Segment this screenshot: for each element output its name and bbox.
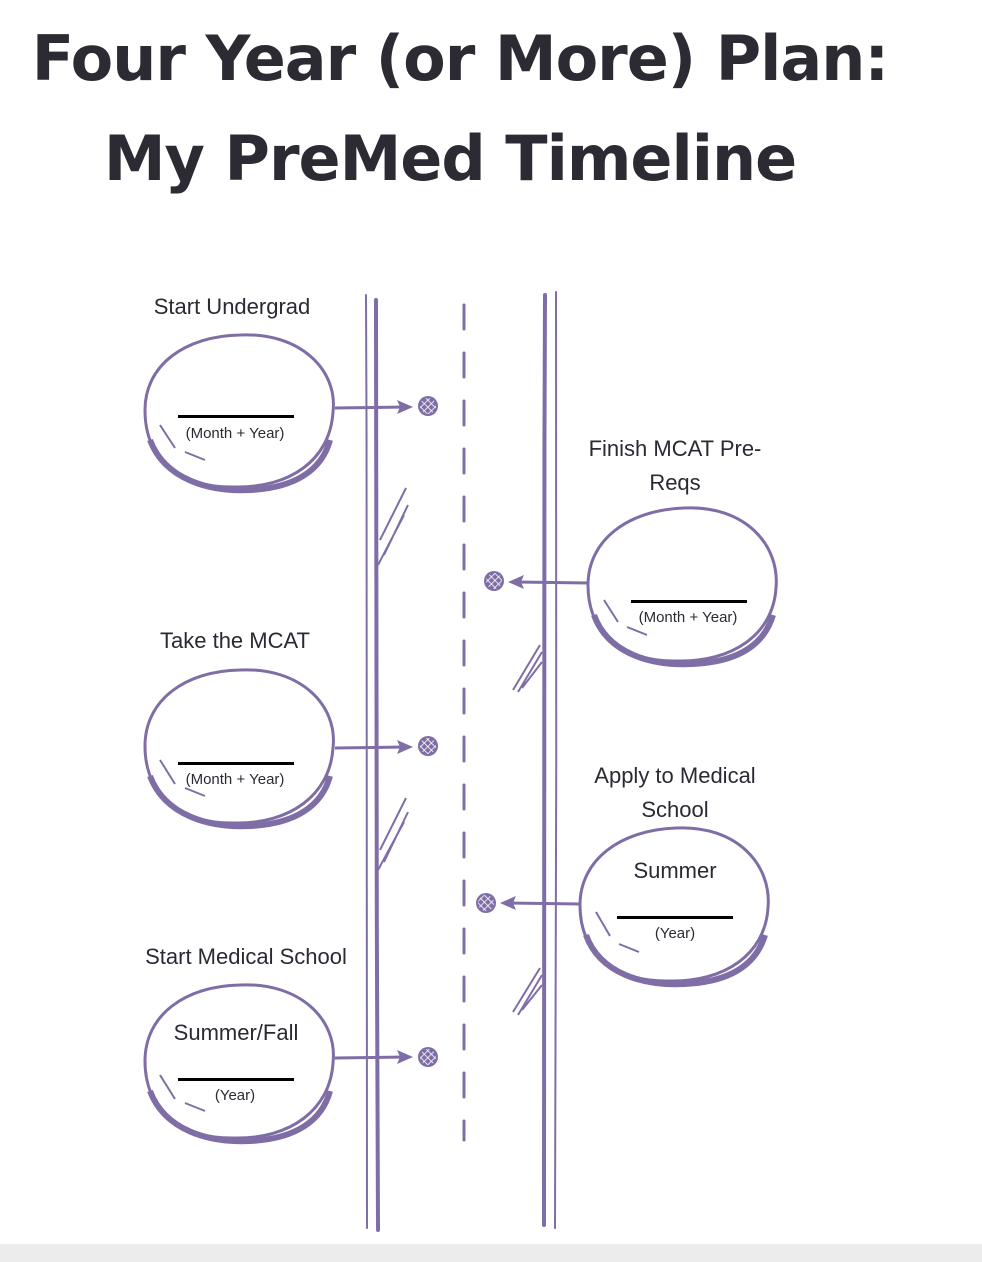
timeline-marker-icon — [418, 396, 438, 416]
milestone-label-take-mcat: Take the MCAT — [160, 628, 310, 653]
milestone-label-line-2: Reqs — [649, 470, 701, 495]
timeline-marker-icon — [484, 571, 504, 591]
milestone-label-line-1: Apply to Medical — [594, 763, 756, 788]
milestone-bubble-start-medical-school — [143, 983, 335, 1145]
page-title-line-1: Four Year (or More) Plan: — [31, 22, 889, 95]
page-bottom-edge — [0, 1244, 982, 1262]
milestone-label-apply-medical-school: Apply to Medical School — [555, 759, 795, 827]
milestone-bubble-start-undergrad — [143, 333, 335, 494]
road-left-edge — [364, 294, 380, 1232]
blank-line[interactable] — [631, 600, 747, 603]
milestone-sub-apply-medical-school: (Year) — [654, 925, 696, 942]
page-title-line-2: My PreMed Timeline — [103, 122, 797, 195]
road-right-edge — [542, 291, 558, 1229]
milestone-bubble-apply-medical-school — [578, 826, 770, 988]
milestone-label-finish-mcat-prereqs: Finish MCAT Pre- Reqs — [555, 432, 795, 500]
milestone-sub-finish-mcat-prereqs: (Month + Year) — [638, 609, 738, 626]
blank-line[interactable] — [178, 762, 294, 765]
milestone-inner-apply-medical-school: Summer — [633, 858, 717, 883]
timeline-marker-icon — [418, 1047, 438, 1067]
milestone-label-start-medical-school: Start Medical School — [145, 944, 347, 969]
arrow-start-undergrad — [334, 400, 413, 414]
milestone-inner-start-medical-school: Summer/Fall — [173, 1020, 299, 1045]
milestone-sub-start-medical-school: (Year) — [214, 1087, 256, 1104]
road-hatch-marks — [377, 487, 543, 1016]
milestone-bubble-take-mcat — [143, 668, 335, 830]
arrow-start-medical-school — [334, 1050, 413, 1064]
milestone-bubble-finish-mcat-prereqs — [586, 506, 778, 668]
blank-line[interactable] — [178, 1078, 294, 1081]
blank-line[interactable] — [617, 916, 733, 919]
milestone-label-line-1: Finish MCAT Pre- — [588, 436, 762, 461]
milestone-label-line-2: School — [641, 797, 709, 822]
milestone-sub-start-undergrad: (Month + Year) — [185, 425, 285, 442]
arrow-take-mcat — [334, 740, 413, 754]
milestone-sub-take-mcat: (Month + Year) — [185, 771, 285, 788]
milestone-label-start-undergrad: Start Undergrad — [153, 294, 311, 319]
arrow-apply-medical-school — [500, 896, 581, 910]
arrow-finish-mcat-prereqs — [508, 575, 589, 589]
timeline-marker-icon — [476, 893, 496, 913]
timeline-marker-icon — [418, 736, 438, 756]
blank-line[interactable] — [178, 415, 294, 418]
